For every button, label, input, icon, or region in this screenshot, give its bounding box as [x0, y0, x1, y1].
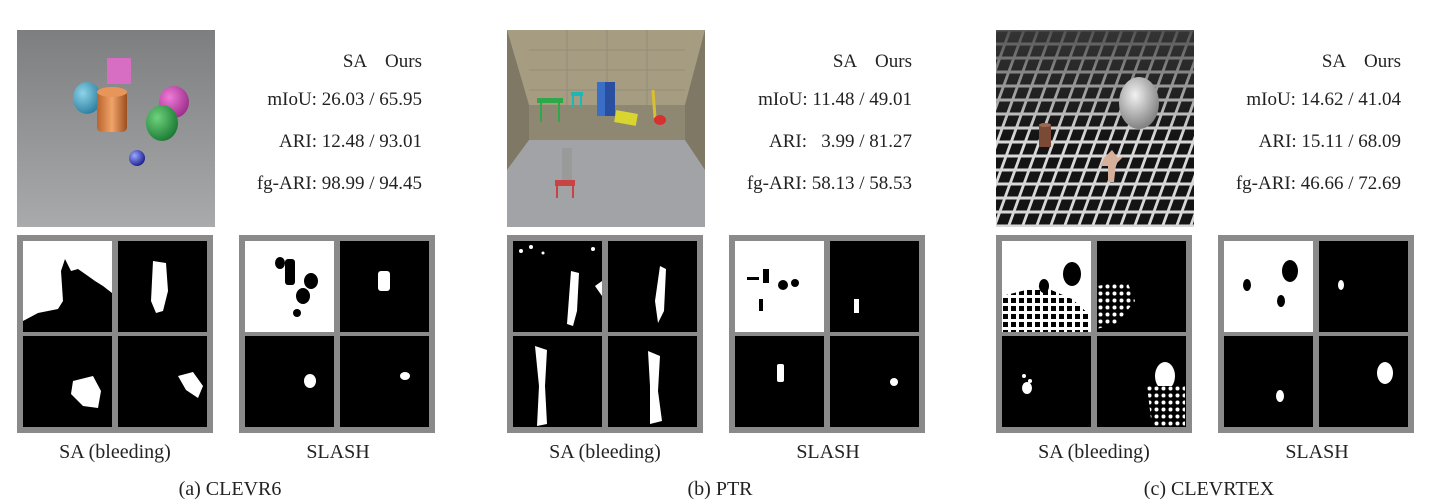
metric-fg-ari: fg-ARI: 46.66 / 72.69: [1235, 173, 1401, 194]
mask-grid-slash: [729, 235, 925, 433]
panel-caption: (b) PTR: [687, 478, 753, 500]
mask-slot-2: [1319, 241, 1408, 332]
panel-caption: (c) CLEVRTEX: [1143, 478, 1275, 500]
mask-slot-1: [23, 241, 112, 332]
mask-grid-sa: [17, 235, 213, 433]
panel-clevrtex: SA Ours mIoU: 14.62 / 41.04 ARI: 15.11 /…: [979, 0, 1431, 504]
mask-slot-1: [1002, 241, 1091, 332]
mask-grid-sa: [507, 235, 703, 433]
method-label-sa: SA (bleeding): [1038, 441, 1150, 463]
panel-clevr6: SA Ours mIoU: 26.03 / 65.95 ARI: 12.48 /…: [0, 0, 460, 504]
mask-slot-4: [830, 336, 919, 427]
mask-slot-3: [1002, 336, 1091, 427]
mask-slot-4: [1097, 336, 1186, 427]
scene-image-clevr6: [17, 30, 215, 227]
mask-slot-2: [118, 241, 207, 332]
mask-slot-1: [1224, 241, 1313, 332]
mask-grid-slash: [1218, 235, 1414, 433]
method-label-slash: SLASH: [1285, 441, 1349, 463]
mask-slot-2: [830, 241, 919, 332]
metrics-header: SA Ours: [832, 51, 912, 72]
mask-grid-sa: [996, 235, 1192, 433]
metrics-header: SA Ours: [342, 51, 422, 72]
mask-slot-2: [608, 241, 697, 332]
metric-fg-ari: fg-ARI: 98.99 / 94.45: [256, 173, 422, 194]
mask-slot-3: [735, 336, 824, 427]
metric-miou: mIoU: 11.48 / 49.01: [758, 89, 912, 110]
mask-slot-4: [608, 336, 697, 427]
scene-image-ptr: [507, 30, 705, 227]
method-label-sa: SA (bleeding): [549, 441, 661, 463]
mask-slot-3: [513, 336, 602, 427]
scene-image-clevrtex: [996, 30, 1194, 227]
mask-slot-1: [513, 241, 602, 332]
method-label-sa: SA (bleeding): [59, 441, 171, 463]
mask-slot-3: [1224, 336, 1313, 427]
mask-slot-4: [1319, 336, 1408, 427]
metric-ari: ARI: 3.99 / 81.27: [768, 131, 912, 152]
panel-caption: (a) CLEVR6: [178, 478, 282, 500]
metric-miou: mIoU: 14.62 / 41.04: [1246, 89, 1401, 110]
mask-slot-3: [245, 336, 334, 427]
metric-fg-ari: fg-ARI: 58.13 / 58.53: [746, 173, 912, 194]
metric-ari: ARI: 12.48 / 93.01: [278, 131, 422, 152]
mask-slot-1: [735, 241, 824, 332]
mask-slot-2: [340, 241, 429, 332]
mask-slot-1: [245, 241, 334, 332]
mask-slot-4: [118, 336, 207, 427]
mask-slot-2: [1097, 241, 1186, 332]
mask-grid-slash: [239, 235, 435, 433]
mask-slot-3: [23, 336, 112, 427]
mask-slot-4: [340, 336, 429, 427]
panel-ptr: SA Ours mIoU: 11.48 / 49.01 ARI: 3.99 / …: [490, 0, 950, 504]
metric-miou: mIoU: 26.03 / 65.95: [267, 89, 422, 110]
metrics-header: SA Ours: [1321, 51, 1401, 72]
method-label-slash: SLASH: [796, 441, 860, 463]
metric-ari: ARI: 15.11 / 68.09: [1258, 131, 1401, 152]
method-label-slash: SLASH: [306, 441, 370, 463]
